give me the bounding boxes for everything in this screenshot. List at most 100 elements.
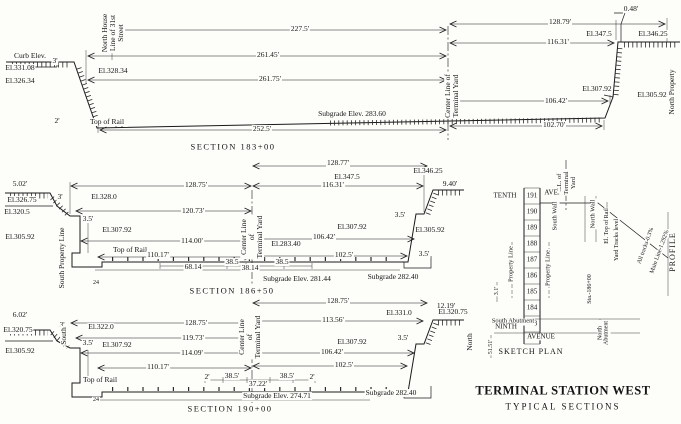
dim-label: 3.5' — [417, 249, 431, 259]
dim-label: 3.5' — [393, 210, 407, 220]
subgrade-label: Subgrade Elev. 283.60 — [317, 109, 387, 119]
profile-title: PROFILE — [667, 231, 678, 273]
dim-label: 116.31' — [546, 37, 570, 47]
ninth-ave-label: AVENUE — [526, 332, 556, 341]
dim-label: Yard Tracks level — [613, 217, 621, 263]
dim-label: El.305.92 — [636, 90, 668, 100]
dim-label: 2' — [203, 372, 211, 382]
dim-label: El.307.92 — [101, 225, 133, 235]
dim-label: 6.02' — [11, 310, 29, 320]
dim-label: 185 — [525, 287, 539, 296]
subgrade-label: Subgrade Elev. 281.44 — [262, 274, 332, 284]
dim-label: El.305.92 — [414, 225, 446, 235]
dim-label: 102.5' — [333, 360, 355, 370]
dim-label: 186 — [525, 271, 539, 280]
north-property-label: North Property — [667, 68, 677, 116]
dim-label: 3' — [58, 320, 66, 330]
dim-label: 189 — [525, 223, 539, 232]
dim-label: El.320.75 — [2, 325, 34, 335]
dim-label: 113.56' — [321, 315, 345, 325]
dim-label: El.307.92 — [336, 337, 368, 347]
dim-label: 261.75' — [258, 74, 282, 84]
dim-label: El.283.40 — [270, 239, 302, 249]
dim-label: 0.48' — [622, 4, 640, 14]
drawing-title: TERMINAL STATION WEST — [474, 383, 652, 398]
sketch-plan-title: SKETCH PLAN — [497, 346, 565, 357]
dim-label: El.307.92 — [101, 340, 133, 350]
north-label: North — [465, 332, 475, 352]
dim-label: 106.42' — [320, 347, 344, 357]
property-line-label: Property Line — [507, 245, 516, 283]
top-of-rail-label: Top of Rail — [81, 375, 119, 385]
dim-label: El.320.5 — [3, 207, 31, 217]
dim-label: 128.77' — [326, 158, 350, 168]
curb-elev-label: Curb Elev. — [12, 51, 48, 61]
dim-label: 3.5' — [396, 333, 410, 343]
dim-label: El.322.0 — [87, 322, 115, 332]
dim-label: 106.42' — [544, 96, 568, 106]
dim-label: 128.75' — [184, 180, 208, 190]
dim-label: 38.5 — [274, 257, 290, 267]
center-line-label: Center Line of Terminal Yard — [443, 73, 460, 119]
dim-label: 184 — [525, 303, 539, 312]
dim-label: 116.31' — [321, 180, 345, 190]
dim-label: 2' — [53, 116, 61, 126]
dim-label: Sta.-186+00 — [586, 273, 594, 305]
dim-label: El.346.25 — [637, 29, 669, 39]
dim-label: El.328.0 — [90, 192, 118, 202]
dim-label: 37.22' — [247, 379, 269, 389]
dim-label: 188 — [525, 239, 539, 248]
top-of-rail-label: Top of Rail — [111, 245, 149, 255]
dim-label: 110.17' — [146, 250, 170, 260]
section-title-186: SECTION 186+50 — [188, 285, 276, 296]
tenth-ave-label: AVE. — [543, 188, 561, 197]
dim-label: El.331.08 — [4, 63, 36, 73]
dim-label: El.326.34 — [4, 76, 36, 86]
dim-label: 5.02' — [11, 179, 29, 189]
subgrade-label: Subgrade Elev. 274.71 — [242, 391, 312, 401]
dim-label: 2' — [308, 372, 316, 382]
north-wall-label: North Wall — [589, 198, 598, 230]
dim-label: 187 — [525, 255, 539, 264]
dim-label: El.307.92 — [336, 222, 368, 232]
dim-label: 110.17' — [146, 362, 170, 372]
dim-label: 128.79' — [548, 17, 572, 27]
dim-label: El.331.0 — [385, 308, 413, 318]
center-line-label: Center Line of Terminal Yard — [239, 214, 264, 260]
south-abutment-label: South Abutment — [490, 317, 536, 326]
dim-label: 190 — [525, 207, 539, 216]
dim-label: 24 — [92, 396, 100, 404]
section-title-190: SECTION 190+00 — [186, 403, 274, 414]
dim-label: 3.1' — [493, 285, 501, 297]
dim-label: 9.40' — [441, 179, 459, 189]
dim-label: 102.70' — [542, 120, 566, 130]
dim-label: 24 — [92, 279, 100, 287]
ninth-ave-label: NINTH — [494, 322, 518, 331]
dim-label: El.307.92 — [581, 84, 613, 94]
dim-label: El.347.5 — [585, 29, 613, 39]
dim-label: 68.14 — [183, 262, 203, 272]
dim-label: El.320.75 — [437, 307, 469, 317]
dim-label: El.347.5 — [333, 172, 361, 182]
south-property-line-label: South Property Line — [57, 226, 67, 290]
dim-label: 114.09' — [180, 348, 204, 358]
dim-label: 3' — [51, 56, 59, 66]
dim-label: 38.5' — [278, 371, 296, 381]
dim-label: 128.75' — [326, 296, 350, 306]
dim-label: El.346.25 — [412, 166, 444, 176]
dim-label: 120.73' — [181, 206, 205, 216]
dim-label: 3' — [56, 192, 64, 202]
dim-label: 191 — [525, 191, 539, 200]
center-line-label: Center Line of Terminal Yard — [237, 314, 262, 360]
dim-label: 114.00' — [180, 236, 204, 246]
north-abutment-label: North Abutment — [597, 320, 611, 346]
dim-label: 102.5' — [333, 250, 355, 260]
subgrade-label: Subgrade 282.40 — [364, 388, 418, 398]
dim-label: 261.45' — [256, 50, 280, 60]
tenth-ave-label: TENTH — [492, 191, 518, 200]
dim-label: El.305.92 — [4, 232, 36, 242]
drawing-subtitle: TYPICAL SECTIONS — [504, 401, 622, 412]
dim-label: El. Top of Rail — [603, 207, 611, 245]
